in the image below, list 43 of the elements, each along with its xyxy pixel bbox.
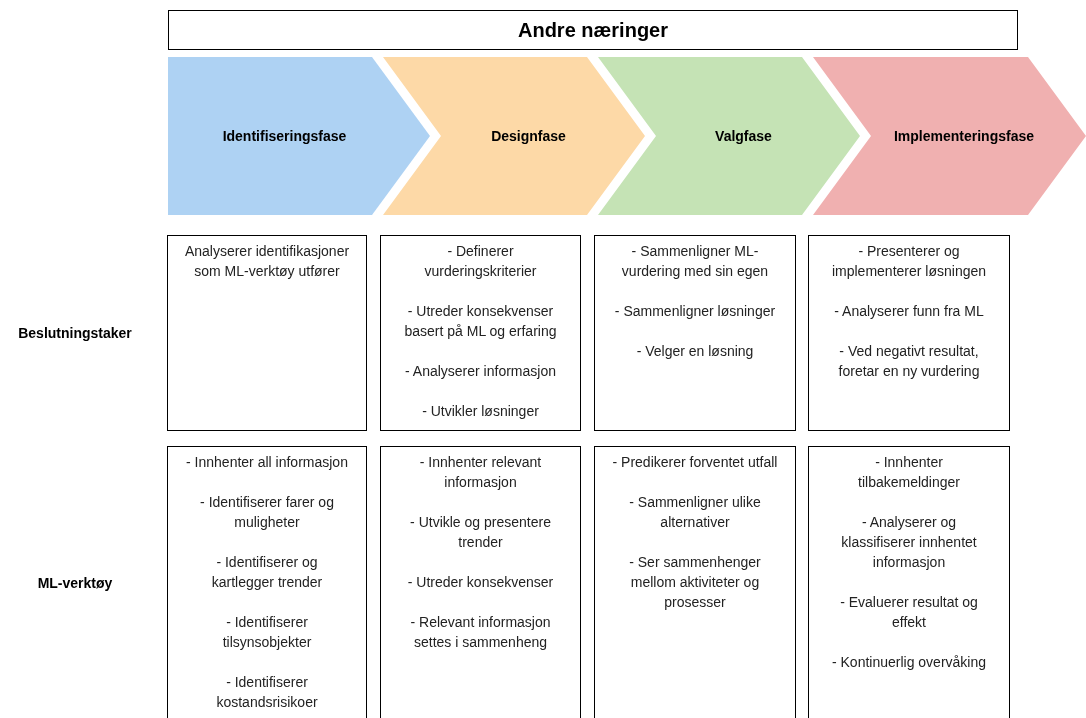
task-text: - Utreder konsekvenser: [407, 573, 554, 592]
task-box: [167, 446, 367, 718]
task-text: - Identifiserer kostandsrisikoer: [215, 673, 319, 712]
task-text: Analyserer identifikasjoner som ML-verktøy utfører: [184, 242, 350, 281]
task-box: [594, 446, 796, 718]
task-text: - Utreder konsekvenser basert på ML og erfaring: [403, 302, 558, 341]
task-box: [380, 235, 581, 431]
row-label: Beslutningstaker: [17, 324, 133, 343]
title-text: Andre næringer: [518, 18, 668, 43]
task-text: - Ser sammenhenger mellom aktiviteter og prosesser: [628, 553, 762, 612]
task-text: - Innhenter relevant informasjon: [418, 453, 543, 492]
row-label: ML-verktøy: [36, 574, 114, 593]
task-box: [380, 446, 581, 718]
task-text: - Utvikler løsninger: [422, 402, 539, 421]
task-box: [594, 235, 796, 431]
task-box: [808, 235, 1010, 431]
phase-label: Valgfase: [715, 127, 772, 146]
task-text: - Definerer vurderingskriterier: [423, 242, 538, 281]
task-text: - Identifiserer farer og muligheter: [199, 493, 335, 532]
task-text: - Innhenter tilbakemeldinger: [857, 453, 961, 492]
task-text: - Identifiserer og kartlegger trender: [210, 553, 324, 592]
task-text: - Sammenligner løsninger: [614, 302, 776, 321]
task-text: - Utvikle og presentere trender: [409, 513, 552, 552]
task-text: - Ved negativt resultat, foretar en ny vurdering: [837, 342, 981, 381]
title-box: [168, 10, 1018, 50]
phase-label: Designfase: [491, 127, 566, 146]
task-text: - Presenterer og implementerer løsningen: [830, 242, 988, 281]
task-text: - Sammenligner ulike alternativer: [628, 493, 762, 532]
task-box: [808, 446, 1010, 718]
task-text: - Evaluerer resultat og effekt: [839, 593, 979, 632]
task-box: [167, 235, 367, 431]
phase-label: Identifiseringsfase: [222, 127, 347, 146]
task-text: - Analyserer informasjon: [405, 362, 556, 381]
task-text: - Predikerer forventet utfall: [612, 453, 778, 472]
task-text: - Innhenter all informasjon: [186, 453, 348, 472]
task-text: - Velger en løsning: [636, 342, 754, 361]
task-text: - Analyserer funn fra ML: [834, 302, 984, 321]
phase-label: Implementeringsfase: [893, 127, 1035, 146]
task-text: - Relevant informasjon settes i sammenheng: [409, 613, 552, 652]
task-text: - Analyserer og klassifiserer innhentet informasjon: [840, 513, 978, 572]
task-text: - Sammenligner ML-vurdering med sin egen: [620, 242, 770, 281]
task-text: - Kontinuerlig overvåking: [831, 653, 987, 672]
task-text: - Identifiserer tilsynsobjekter: [221, 613, 313, 652]
